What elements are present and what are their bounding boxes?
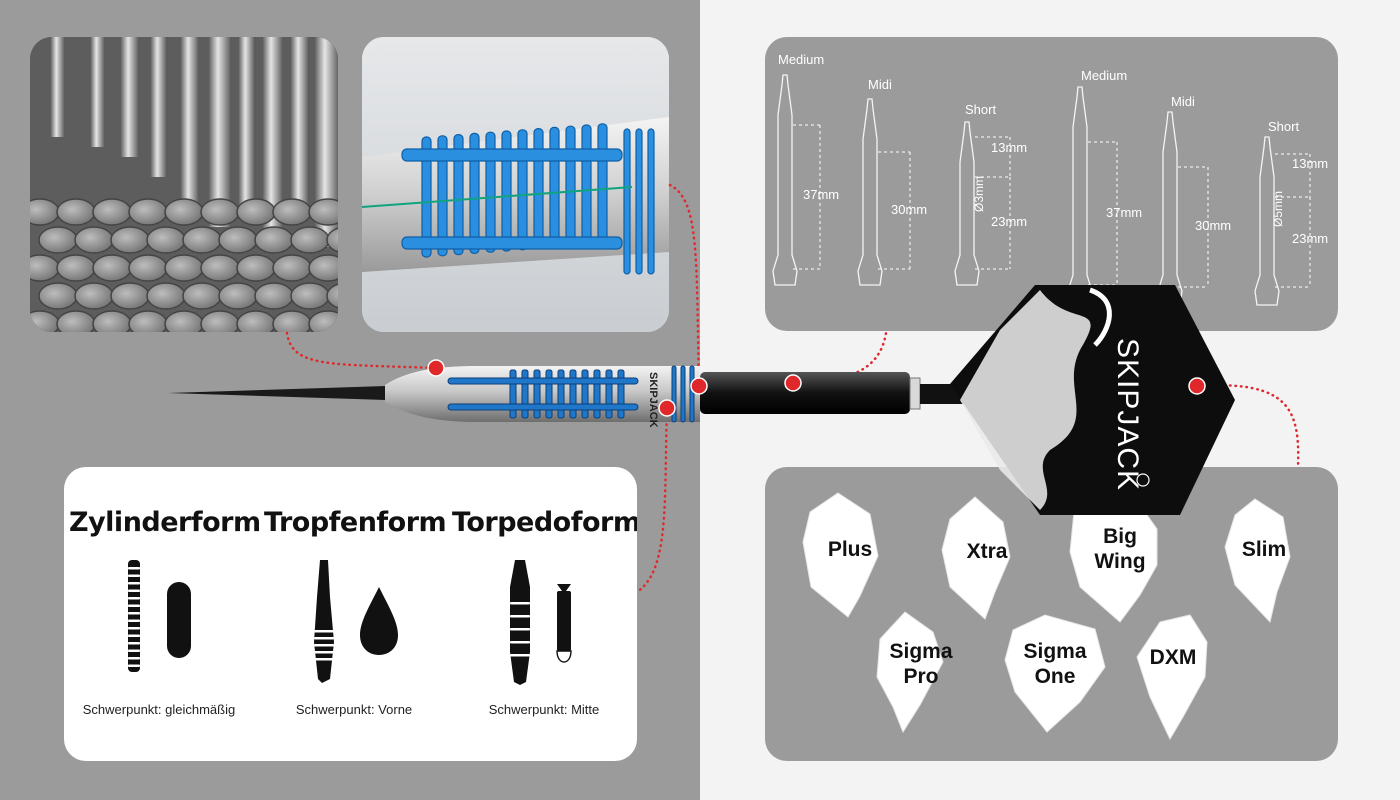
flight-plus-shape — [802, 492, 879, 618]
shaft-midi-label-1: Midi — [868, 77, 892, 92]
dart-barrel-brand: SKIPJACK — [647, 372, 659, 428]
flight-dxm-shape — [1136, 614, 1208, 741]
flight-shapes-panel: Plus Xtra Big Wing Slim Sigma Pro Sigma … — [765, 467, 1338, 761]
shaft-lengths-panel: Medium Midi Short 37mm 30mm 13mm 23mm Ø3… — [765, 37, 1338, 331]
flight-sigmapro-shape — [876, 611, 944, 734]
shape-caption-torpedo: Schwerpunkt: Mitte — [488, 702, 600, 717]
shape-title-torpedo: Torpedoform — [452, 507, 637, 538]
flight-sigmaone-shape — [1004, 614, 1106, 733]
flight-label-xtra: Xtra — [966, 540, 1008, 563]
shaft-medium-label-1: Medium — [778, 52, 825, 67]
shaft-short-label-1: Short — [965, 102, 997, 117]
marker-shape — [658, 399, 676, 417]
shaft-medium-length-2: 37mm — [1106, 205, 1143, 220]
shape-title-cylinder: Zylinderform — [69, 507, 261, 538]
flight-label-dxm: DXM — [1149, 646, 1197, 669]
cylinder-barrel-icon — [128, 560, 140, 672]
shaft-short-bottom-2: 23mm — [1292, 231, 1329, 246]
shaft-short-top-2: 13mm — [1292, 156, 1329, 171]
shaft-medium-label-2: Medium — [1081, 68, 1128, 83]
teardrop-shape-icon — [360, 587, 398, 655]
rods-photo — [30, 37, 338, 332]
flight-label-slim: Slim — [1241, 538, 1287, 561]
shape-caption-cylinder: Schwerpunkt: gleichmäßig — [82, 702, 236, 717]
marker-material — [427, 359, 445, 377]
shaft-short-top-1: 13mm — [991, 140, 1028, 155]
svg-text:SKIPJACK: SKIPJACK — [647, 372, 659, 428]
flight-label-plus: Plus — [827, 538, 873, 561]
marker-grip — [690, 377, 708, 395]
cylinder-shape-icon — [167, 582, 191, 658]
flight-label-bigwing: Big Wing — [1094, 525, 1146, 573]
marker-flight — [1188, 377, 1206, 395]
barrel-cad-render — [362, 37, 669, 332]
shaft-midi-length-2: 30mm — [1195, 218, 1232, 233]
torpedo-barrel-icon — [510, 560, 530, 685]
shape-title-teardrop: Tropfenform — [264, 507, 447, 538]
dart-point — [168, 386, 385, 400]
shape-caption-teardrop: Schwerpunkt: Vorne — [295, 702, 413, 717]
shaft-short-label-2: Short — [1268, 119, 1300, 134]
flight-label-sigmapro: Sigma Pro — [889, 640, 953, 688]
dart-shaft — [700, 372, 910, 414]
shaft-medium-length-1: 37mm — [803, 187, 840, 202]
shaft-short-bottom-1: 23mm — [991, 214, 1028, 229]
flight-brand-text: SKIPJACK — [1111, 338, 1144, 491]
flight-xtra-shape — [941, 496, 1011, 620]
teardrop-barrel-icon — [314, 560, 334, 683]
marker-shaft — [784, 374, 802, 392]
torpedo-shape-icon — [556, 584, 572, 663]
barrel-shapes-panel: Zylinderform Tropfenform Torpedoform Sch… — [64, 467, 637, 761]
dart-flight: SKIPJACK — [950, 285, 1235, 515]
flight-label-sigmaone: Sigma One — [1023, 640, 1087, 688]
shaft-midi-length-1: 30mm — [891, 202, 928, 217]
flight-slim-shape — [1224, 498, 1291, 624]
shaft-midi-label-2: Midi — [1171, 94, 1195, 109]
